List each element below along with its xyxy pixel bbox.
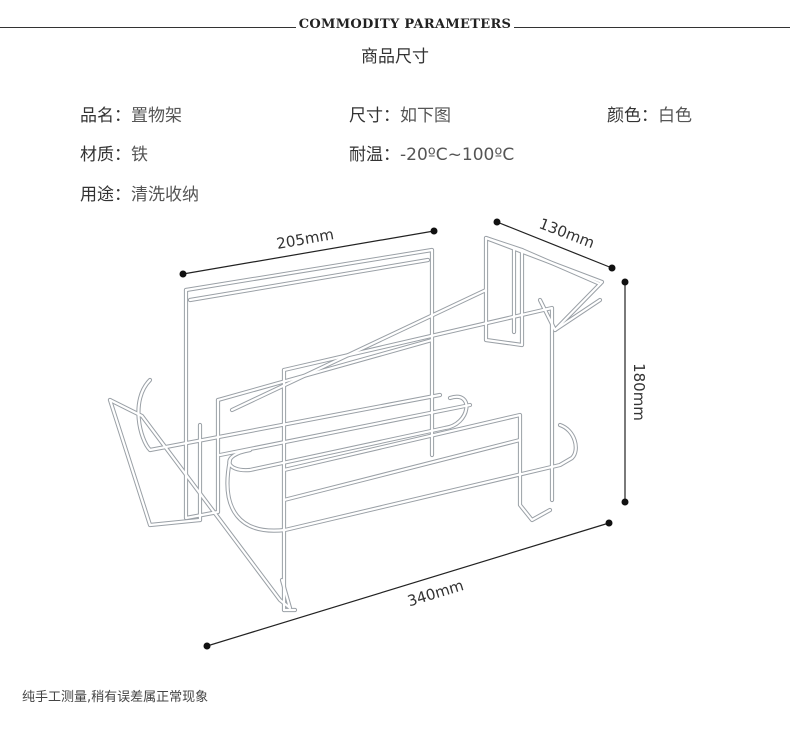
- header-title-cn: 商品尺寸: [361, 47, 429, 67]
- param-color-value: 白色: [658, 106, 692, 126]
- param-usage-label: 用途：: [80, 185, 131, 205]
- footnote: 纯手工测量,稍有误差属正常现象: [22, 690, 209, 705]
- product-diagram: 205mm 130mm 180mm 340mm: [107, 215, 648, 650]
- param-heat: 耐温：-20ºC~100ºC: [349, 140, 514, 165]
- param-material: 材质：铁: [80, 140, 148, 165]
- param-name-value: 置物架: [131, 106, 182, 126]
- param-size-value: 如下图: [400, 106, 451, 126]
- dim-label-180: 180mm: [630, 363, 648, 421]
- param-material-label: 材质：: [80, 145, 131, 165]
- param-size-label: 尺寸：: [349, 106, 400, 126]
- dim-label-340: 340mm: [405, 576, 466, 610]
- wire-rack-illustration: [107, 235, 605, 613]
- param-name-label: 品名：: [80, 106, 131, 126]
- param-usage: 用途：清洗收纳: [80, 180, 199, 205]
- param-material-value: 铁: [131, 145, 148, 165]
- param-usage-value: 清洗收纳: [131, 185, 199, 205]
- dimension-labels: 205mm 130mm 180mm 340mm: [275, 215, 648, 611]
- dim-label-130: 130mm: [537, 215, 597, 253]
- header-title-en: COMMODITY PARAMETERS: [298, 17, 512, 32]
- header-rule-left: [0, 27, 296, 28]
- param-size: 尺寸：如下图: [349, 101, 451, 126]
- param-heat-label: 耐温：: [349, 145, 400, 165]
- param-color: 颜色：白色: [607, 101, 692, 126]
- dim-label-205: 205mm: [275, 225, 335, 253]
- param-name: 品名：置物架: [80, 101, 182, 126]
- header-rule-right: [514, 27, 790, 28]
- param-heat-value: -20ºC~100ºC: [400, 145, 515, 165]
- param-color-label: 颜色：: [607, 106, 658, 126]
- dimension-lines: [179, 218, 629, 650]
